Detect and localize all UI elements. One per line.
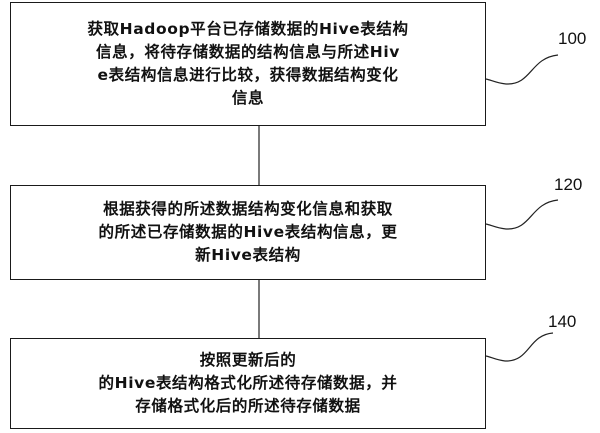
leader-line-140 <box>485 332 554 362</box>
step-140-line-1: 按照更新后的 <box>199 351 297 369</box>
leader-line-100 <box>485 54 559 85</box>
step-120-line-2: 的所述已存储数据的Hive表结构信息，更 <box>98 223 398 241</box>
step-140-line-3: 存储格式化后的所述待存储数据 <box>135 397 361 415</box>
step-100-line-1: 获取Hadoop平台已存储数据的Hive表结构 <box>87 20 409 38</box>
reference-numeral-100: 100 <box>558 29 587 48</box>
step-box-140: 按照更新后的 的Hive表结构格式化所述待存储数据，并 存储格式化后的所述待存储… <box>10 338 486 429</box>
step-120-line-3: 新Hive表结构 <box>195 246 301 264</box>
step-100-line-3: e表结构信息进行比较，获得数据结构变化 <box>97 66 399 84</box>
step-100-line-4: 信息 <box>231 89 265 107</box>
reference-numeral-120: 120 <box>554 175 583 194</box>
step-100-line-2: 信息，将待存储数据的结构信息与所述Hiv <box>96 43 400 61</box>
reference-numeral-140: 140 <box>548 312 577 331</box>
step-box-120: 根据获得的所述数据结构变化信息和获取 的所述已存储数据的Hive表结构信息，更 … <box>10 185 486 280</box>
step-140-line-2: 的Hive表结构格式化所述待存储数据，并 <box>98 374 398 392</box>
step-120-line-1: 根据获得的所述数据结构变化信息和获取 <box>103 200 393 218</box>
step-box-100: 获取Hadoop平台已存储数据的Hive表结构 信息，将待存储数据的结构信息与所… <box>10 2 486 126</box>
leader-line-120 <box>485 199 559 230</box>
